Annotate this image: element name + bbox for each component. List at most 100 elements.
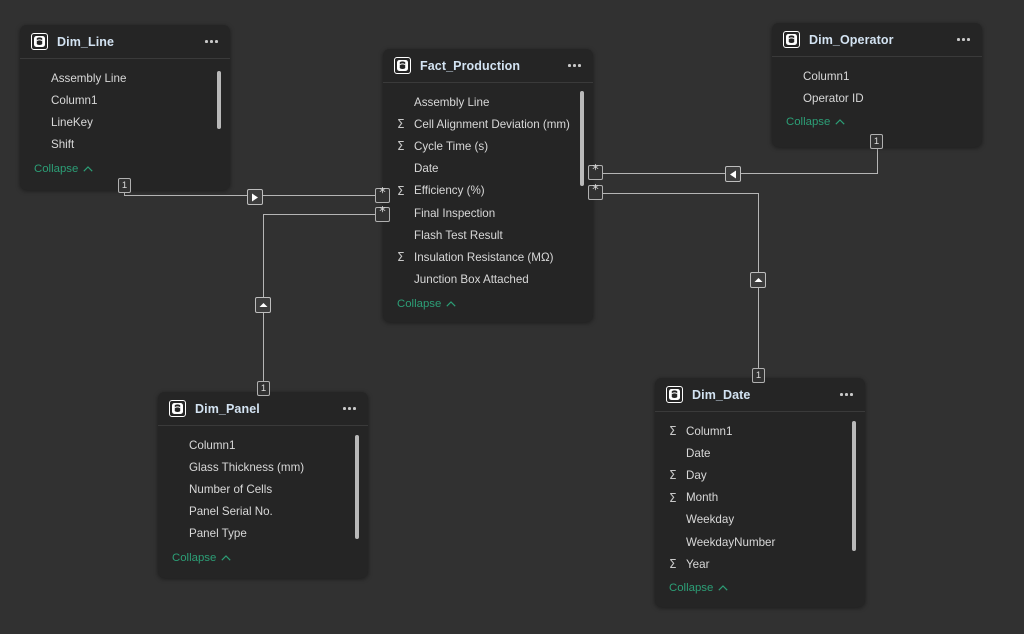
field-name: Junction Box Attached (414, 273, 529, 287)
field-row[interactable]: ΣWeekdayNumber (655, 531, 865, 553)
table-card-dim-date[interactable]: Dim_DateΣColumn1ΣDateΣDayΣMonthΣWeekdayΣ… (655, 378, 865, 607)
badge-fact-right-star-2[interactable]: * (588, 183, 603, 200)
table-fields-dim-panel: ΣColumn1ΣGlass Thickness (mm)ΣNumber of … (158, 426, 368, 569)
more-options-icon[interactable] (566, 60, 583, 71)
field-indent-spacer: Σ (669, 514, 682, 526)
rel-line-dimoperator-vertical (877, 140, 878, 173)
field-name: Weekday (686, 513, 735, 527)
field-indent-spacer: Σ (669, 447, 682, 459)
field-row[interactable]: ΣJunction Box Attached (383, 269, 593, 291)
collapse-button[interactable]: Collapse (158, 547, 368, 569)
table-card-dim-line[interactable]: Dim_LineΣAssembly LineΣColumn1ΣLineKeyΣS… (20, 25, 230, 190)
field-row[interactable]: ΣShift (20, 134, 230, 156)
collapse-label: Collapse (172, 551, 217, 564)
chevron-up-icon (830, 119, 845, 125)
table-header-fact-production[interactable]: Fact_Production (383, 49, 593, 83)
collapse-button[interactable]: Collapse (655, 577, 865, 599)
field-row[interactable]: Σ Date (655, 442, 865, 464)
field-name: Operator ID (803, 91, 864, 105)
sigma-icon: Σ (397, 117, 405, 132)
field-row[interactable]: ΣAssembly Line (20, 67, 230, 89)
table-icon (666, 386, 683, 403)
collapse-label: Collapse (397, 297, 442, 310)
table-card-dim-panel[interactable]: Dim_PanelΣColumn1ΣGlass Thickness (mm)ΣN… (158, 392, 368, 578)
field-row[interactable]: ΣAssembly Line (383, 91, 593, 113)
field-row[interactable]: ΣLineKey (20, 111, 230, 133)
field-row[interactable]: ΣOperator ID (772, 87, 982, 109)
sigma-icon: Σ (669, 557, 677, 572)
field-row[interactable]: ΣNumber of Cells (158, 478, 368, 500)
arrow-right-icon[interactable] (247, 189, 263, 205)
badge-dim-date-one[interactable]: 1 (752, 368, 765, 383)
table-title: Fact_Production (420, 58, 521, 73)
more-options-icon[interactable] (341, 403, 358, 414)
badge-fact-left-star-2[interactable]: * (375, 205, 390, 222)
field-row[interactable]: ΣGlass Thickness (mm) (158, 456, 368, 478)
sigma-icon: Σ (397, 183, 405, 198)
field-indent-spacer: Σ (172, 439, 185, 451)
table-header-dim-line[interactable]: Dim_Line (20, 25, 230, 59)
collapse-button[interactable]: Collapse (772, 111, 982, 133)
field-name: Insulation Resistance (MΩ) (414, 250, 554, 264)
more-options-icon[interactable] (955, 34, 972, 45)
table-card-dim-operator[interactable]: Dim_OperatorΣColumn1ΣOperator ID Collapse (772, 23, 982, 147)
chevron-up-icon (713, 585, 728, 591)
arrow-up-icon-date[interactable] (750, 272, 766, 288)
field-name: WeekdayNumber (686, 535, 776, 549)
field-indent-spacer: Σ (397, 229, 410, 241)
chevron-up-icon (216, 555, 231, 561)
table-title: Dim_Panel (195, 401, 260, 416)
table-header-dim-panel[interactable]: Dim_Panel (158, 392, 368, 426)
chevron-up-icon (78, 165, 93, 172)
arrow-left-icon[interactable] (725, 166, 741, 182)
field-indent-spacer: Σ (397, 163, 410, 175)
field-row[interactable]: ΣPanel Type (158, 523, 368, 545)
field-row[interactable]: Σ Weekday (655, 509, 865, 531)
field-indent-spacer: Σ (172, 506, 185, 518)
collapse-button[interactable]: Collapse (20, 158, 230, 180)
field-name: Day (686, 468, 707, 482)
collapse-button[interactable]: Collapse (383, 293, 593, 315)
table-icon (31, 33, 48, 50)
vertical-scrollbar[interactable] (217, 71, 221, 129)
field-indent-spacer: Σ (397, 207, 410, 219)
vertical-scrollbar[interactable] (852, 421, 856, 551)
field-name: Panel Type (189, 527, 247, 541)
badge-fact-left-star-1[interactable]: * (375, 186, 390, 203)
table-icon (169, 400, 186, 417)
vertical-scrollbar[interactable] (355, 435, 359, 539)
more-options-icon[interactable] (203, 36, 220, 47)
field-name: Assembly Line (414, 95, 490, 109)
badge-fact-right-star-1[interactable]: * (588, 163, 603, 180)
badge-dim-line-one[interactable]: 1 (118, 178, 131, 193)
field-name: Date (414, 162, 439, 176)
field-row[interactable]: ΣPanel Serial No. (158, 501, 368, 523)
field-row[interactable]: Σ Date (383, 158, 593, 180)
more-options-icon[interactable] (838, 389, 855, 400)
field-row[interactable]: ΣFinal Inspection (383, 202, 593, 224)
table-header-dim-operator[interactable]: Dim_Operator (772, 23, 982, 57)
field-name: Shift (51, 138, 75, 152)
field-row[interactable]: ΣFlash Test Result (383, 224, 593, 246)
collapse-label: Collapse (786, 116, 831, 129)
badge-dim-operator-one[interactable]: 1 (870, 134, 883, 149)
table-header-dim-date[interactable]: Dim_Date (655, 378, 865, 412)
vertical-scrollbar[interactable] (580, 91, 584, 186)
badge-dim-panel-one[interactable]: 1 (257, 381, 270, 396)
field-name: Date (686, 446, 711, 460)
arrow-up-icon-panel[interactable] (255, 297, 271, 313)
field-name: Cycle Time (s) (414, 139, 489, 153)
